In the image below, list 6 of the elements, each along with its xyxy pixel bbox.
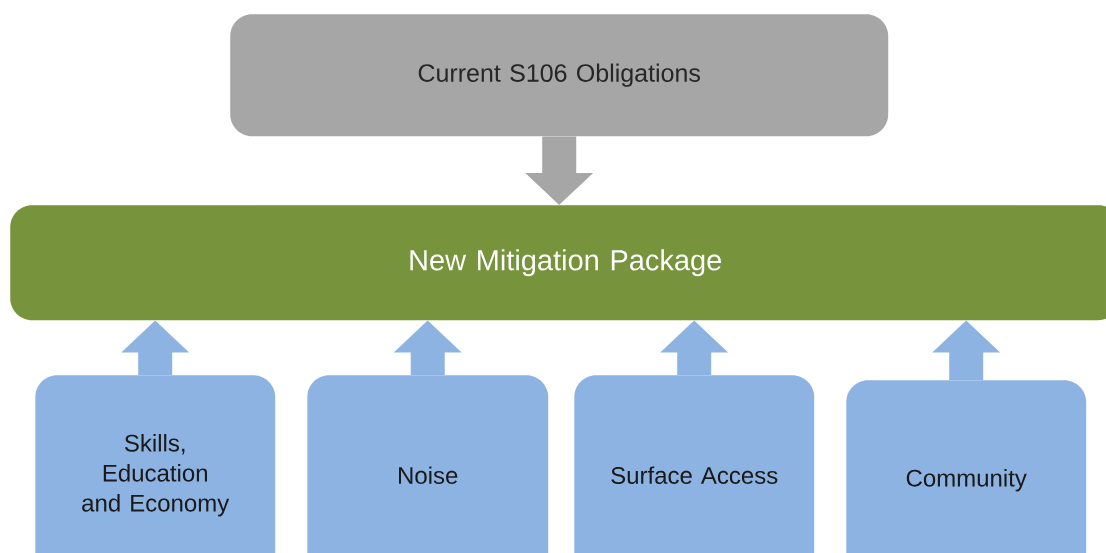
source-box: Current S106 Obligations xyxy=(230,14,889,137)
package-bar: New Mitigation Package xyxy=(10,205,1106,321)
category-box: Community xyxy=(846,380,1087,553)
category-box: Skills, Education and Economy xyxy=(35,375,276,553)
category-box: Surface Access xyxy=(574,375,815,553)
category-box: Noise xyxy=(307,375,549,553)
